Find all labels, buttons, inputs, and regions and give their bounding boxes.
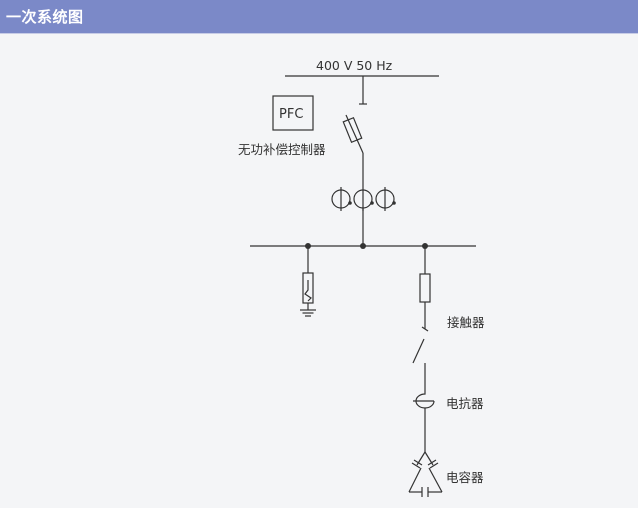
reactor-label: 电抗器 xyxy=(446,396,484,411)
supply-label: 400 V 50 Hz xyxy=(316,58,393,73)
header-divider xyxy=(0,33,638,34)
fuse-disconnector-icon xyxy=(342,114,364,154)
current-transformer-icon xyxy=(331,187,395,211)
branch-fuse-icon xyxy=(419,273,431,303)
page-header: 一次系统图 xyxy=(0,0,638,33)
pfc-controller-box xyxy=(272,95,314,131)
surge-arrester-icon xyxy=(302,272,314,304)
pfc-caption: 无功补偿控制器 xyxy=(238,142,326,157)
capacitor-bank-icon xyxy=(408,451,443,497)
page-title: 一次系统图 xyxy=(6,8,84,26)
contactor-label: 接触器 xyxy=(447,315,485,330)
pfc-label: PFC xyxy=(279,107,303,122)
ground-icon xyxy=(300,309,316,317)
bus-junctions xyxy=(305,243,428,249)
reactor-icon xyxy=(413,387,435,452)
capacitor-label: 电容器 xyxy=(446,470,484,485)
contactor-icon xyxy=(412,338,426,388)
